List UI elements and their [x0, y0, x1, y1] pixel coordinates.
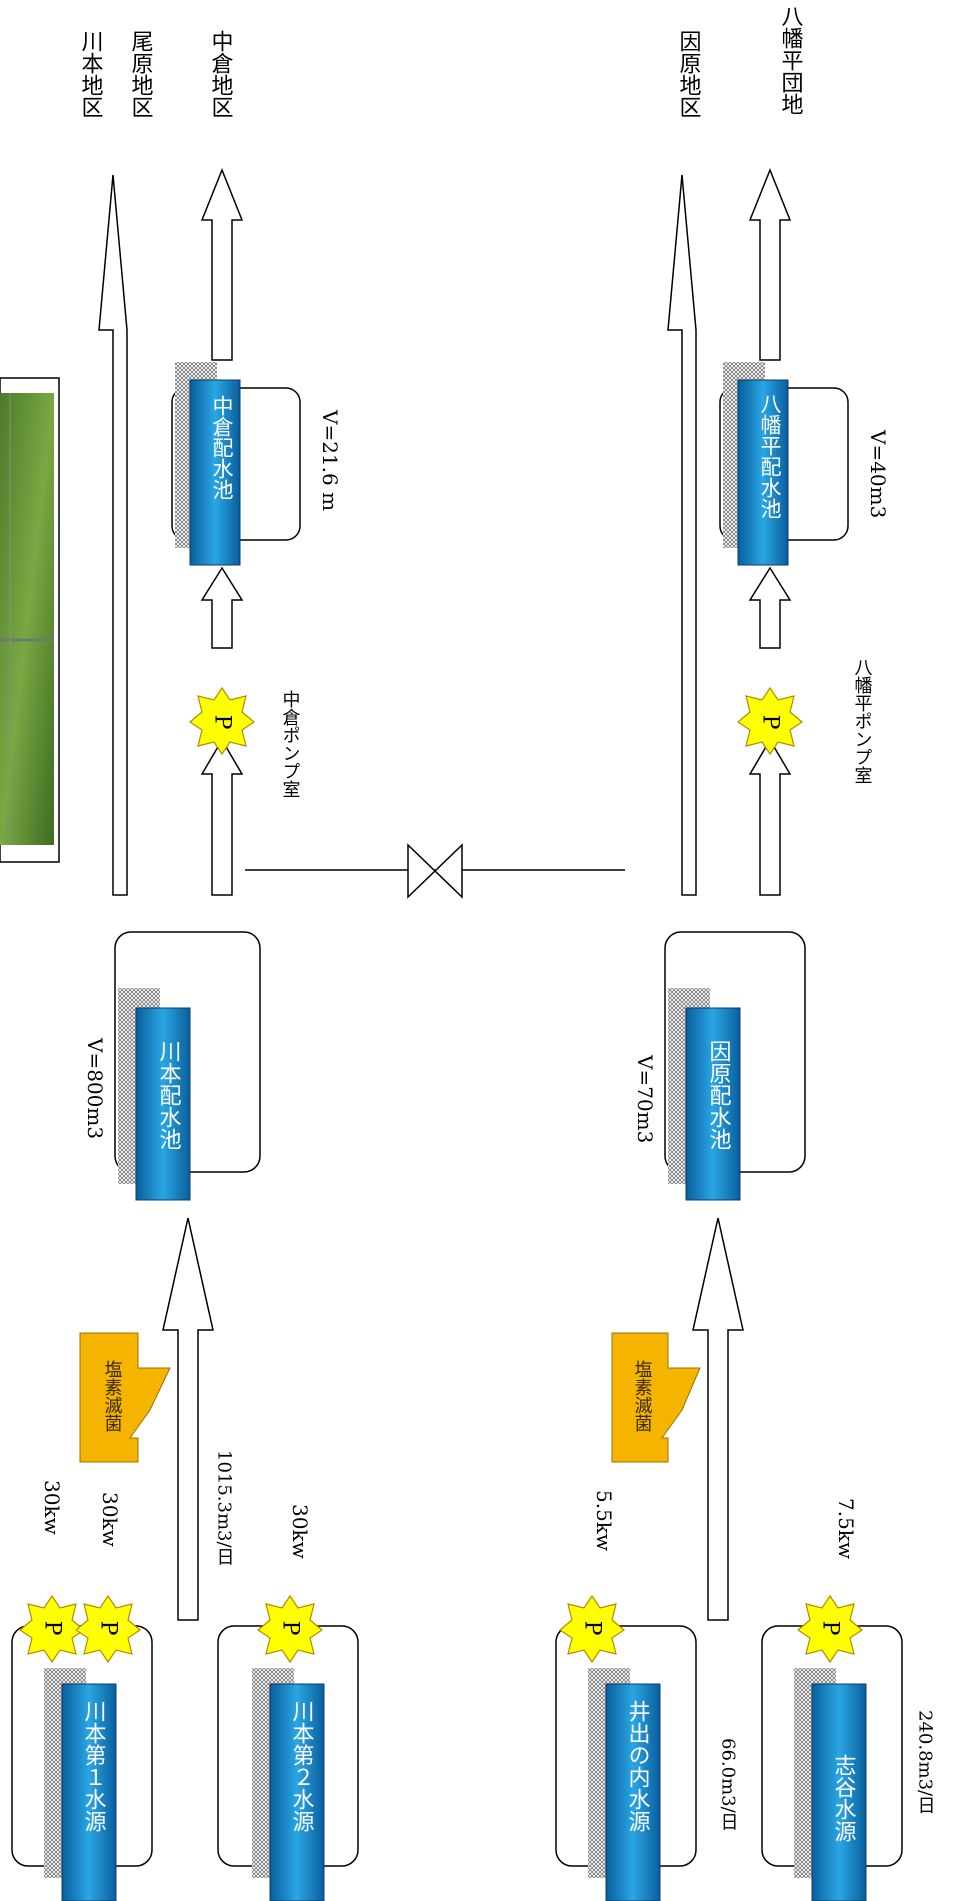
volume-label-nakakura: V=21.6 m: [318, 409, 342, 511]
pump-ide: P: [560, 1596, 624, 1662]
pump-room-label-nakakura: 中倉ポンプ室: [280, 690, 301, 798]
pump-symbol: P: [210, 715, 235, 730]
power-label-ide: 5.5kw: [592, 1490, 616, 1551]
volume-label-inbara: V=70m3: [633, 1054, 657, 1143]
source-ide: 井出の内水源: [556, 1626, 696, 1901]
pump-room-label-yawatadaira: 八幡平ポンプ室: [852, 658, 873, 784]
source-kawamoto-1: 川本第１水源: [12, 1626, 152, 1901]
arrow-to-kawamoto: [163, 1218, 213, 1620]
arrow-kawamoto-distribution: [99, 175, 127, 895]
pump-k2: P: [258, 1596, 322, 1662]
arrow-inbara-distribution: [668, 175, 696, 895]
arrow-nakakura-bottom: [202, 740, 242, 895]
area-label-inbara: 因原地区: [676, 30, 702, 118]
arrow-to-inbara: [693, 1218, 743, 1620]
pump-symbol: P: [580, 1621, 605, 1636]
arrow-nakakura-top: [202, 170, 242, 360]
pump-nakakura: P: [190, 688, 254, 754]
source-shitani: 志谷水源: [762, 1626, 902, 1901]
source-label-kawamoto-1: 川本第１水源: [81, 1700, 107, 1832]
source-kawamoto-2: 川本第２水源: [218, 1626, 358, 1901]
pump-symbol: P: [818, 1621, 843, 1636]
chlorination-kawamoto: 塩素滅菌: [80, 1333, 170, 1462]
area-label-kawamoto: 川本地区: [78, 30, 104, 118]
arrow-nakakura-mid: [202, 568, 242, 648]
nakakura-reservoir: 中倉配水池: [172, 362, 300, 565]
pump-symbol: P: [40, 1621, 65, 1636]
chlorination-inbara: 塩素滅菌: [612, 1333, 700, 1462]
chlorination-label: 塩素滅菌: [102, 1360, 123, 1432]
pump-symbol: P: [278, 1621, 303, 1636]
arrow-yawatadaira-top: [750, 170, 790, 360]
power-label-k1a: 30kw: [40, 1480, 64, 1535]
source-label-ide: 井出の内水源: [625, 1700, 651, 1832]
reservoir-label-inbara: 因原配水池: [706, 1040, 732, 1150]
volume-label-kawamoto: V=800m3: [83, 1037, 107, 1139]
reservoir-label-kawamoto: 川本配水池: [156, 1040, 182, 1150]
reservoir-label-nakakura: 中倉配水池: [210, 395, 234, 500]
area-label-yawatadaira: 八幡平団地: [778, 5, 804, 115]
pump-k1-b: P: [76, 1596, 140, 1662]
volume-label-yawatadaira: V=40m3: [866, 429, 890, 518]
area-label-nakakura: 中倉地区: [208, 30, 234, 118]
site-photo: [0, 378, 59, 862]
inbara-reservoir: 因原配水池: [665, 932, 805, 1200]
power-label-shitani: 7.5kw: [834, 1498, 858, 1559]
pump-symbol: P: [758, 715, 783, 730]
source-label-kawamoto-2: 川本第２水源: [289, 1700, 315, 1832]
valve-connection: [245, 845, 625, 897]
power-label-k2: 30kw: [288, 1504, 312, 1559]
reservoir-label-yawatadaira: 八幡平配水池: [758, 393, 782, 519]
source-label-shitani: 志谷水源: [831, 1754, 857, 1842]
pump-shitani: P: [798, 1596, 862, 1662]
chlorination-label: 塩素滅菌: [632, 1360, 653, 1432]
area-label-ohara: 尾原地区: [128, 30, 154, 118]
flow-label-shitani: 240.8m3/日: [915, 1710, 936, 1814]
arrow-yawatadaira-bottom: [750, 740, 790, 895]
pump-symbol: P: [96, 1621, 121, 1636]
yawatadaira-reservoir: 八幡平配水池: [720, 362, 848, 565]
pump-k1-a: P: [20, 1596, 84, 1662]
power-label-k1b: 30kw: [98, 1492, 122, 1547]
flow-label-ide: 66.0m3/日: [718, 1738, 739, 1831]
kawamoto-reservoir: 川本配水池: [115, 932, 260, 1200]
arrow-yawatadaira-mid: [750, 568, 790, 648]
flow-label-kawamoto: 1015.3m3/日: [214, 1450, 235, 1566]
pump-yawatadaira: P: [738, 688, 802, 754]
